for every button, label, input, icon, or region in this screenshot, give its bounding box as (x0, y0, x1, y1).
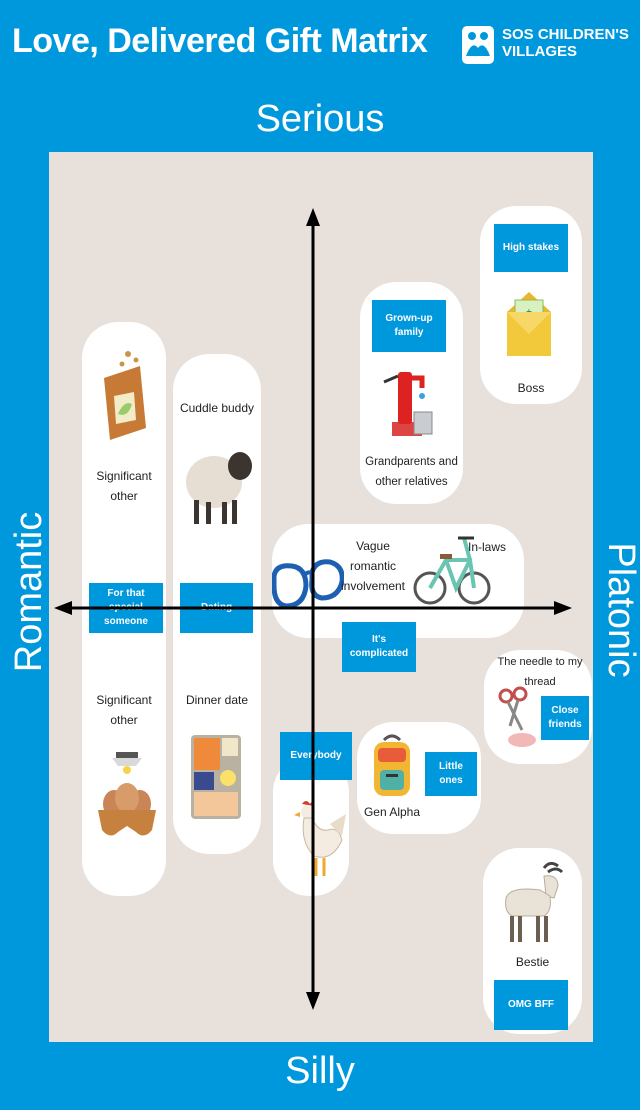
bicycle-icon (413, 536, 491, 605)
chicken-icon (294, 801, 346, 876)
axis-label-silly: Silly (285, 1050, 355, 1092)
label-gen-alpha: Gen Alpha (363, 805, 421, 819)
water-pump-icon (383, 372, 433, 436)
label-significant-other-top: Significant other (96, 469, 152, 503)
label-in-laws: In-laws (468, 540, 507, 554)
label-boss: Boss (517, 381, 545, 395)
tag-close-friends: Close friends (541, 696, 589, 740)
goat-icon (505, 862, 564, 942)
tag-its-complicated: It's complicated (342, 622, 416, 672)
axis-label-serious: Serious (255, 98, 385, 140)
logo-line-2: VILLAGES (502, 43, 578, 60)
label-dinner-date: Dinner date (185, 693, 249, 707)
tag-everybody: Everybody (280, 732, 352, 780)
tag-high-stakes: High stakes (494, 224, 568, 272)
label-vague: Vague romantic involvement (340, 539, 406, 593)
label-family: Grandparents and other relatives (365, 456, 458, 488)
logo-line-1: SOS CHILDREN'S (502, 26, 629, 43)
logo-text: SOS CHILDREN'S VILLAGES (502, 26, 629, 60)
glasses-icon (272, 559, 344, 609)
tag-omg-bff: OMG BFF (494, 980, 568, 1030)
sos-logo: SOS CHILDREN'S VILLAGES (462, 24, 632, 68)
label-significant-other-bottom: Significant other (96, 693, 152, 727)
seed-packet-icon (104, 351, 146, 440)
tag-little-ones: Little ones (425, 752, 477, 796)
label-bestie: Bestie (515, 955, 550, 969)
tag-dating: Dating (180, 583, 253, 633)
label-cuddle-buddy: Cuddle buddy (179, 401, 255, 415)
sos-logo-icon (462, 26, 494, 64)
tag-for-that-special-someone: For that special someone (89, 583, 163, 633)
axis-label-platonic: Platonic (600, 542, 640, 678)
backpack-icon (374, 734, 410, 796)
food-tray-icon (191, 735, 241, 819)
eggs-incubator-icon (98, 752, 156, 836)
page-title: Love, Delivered Gift Matrix (12, 22, 428, 60)
label-needle-thread: The needle to my thread (497, 656, 583, 688)
axis-label-romantic: Romantic (8, 511, 50, 673)
tag-grown-up-family: Grown-up family (372, 300, 446, 352)
sheep-icon (186, 452, 252, 524)
money-envelope-icon: $ (507, 292, 551, 356)
sewing-kit-icon (498, 686, 536, 747)
